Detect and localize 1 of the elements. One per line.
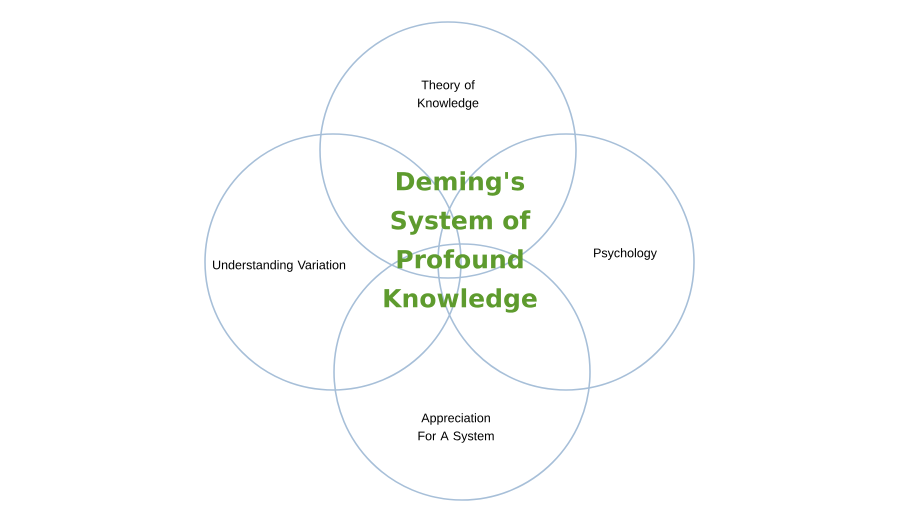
title: Deming's System of Profound Knowledge xyxy=(384,171,537,313)
